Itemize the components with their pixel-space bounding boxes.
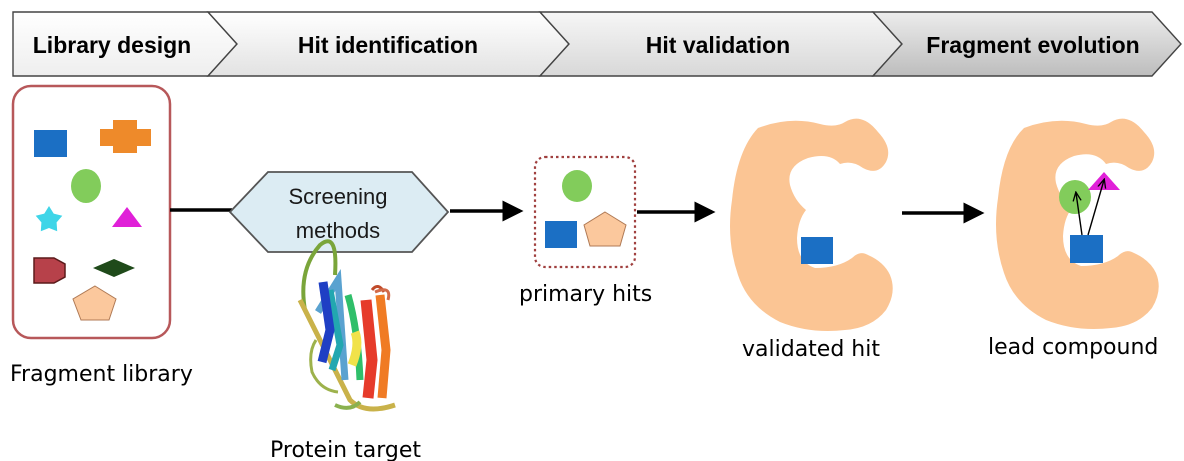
primary-hits-label: primary hits: [519, 282, 652, 307]
green-circle-icon: [562, 170, 592, 202]
green-circle-icon: [1059, 180, 1091, 214]
stage-chevron-4: [871, 11, 1182, 77]
validated-hit: [730, 118, 893, 332]
validated-hit-label: validated hit: [742, 337, 880, 362]
growth-arrow: [1076, 193, 1083, 236]
magenta-triangle-icon: [112, 207, 142, 227]
blue-square-icon: [1070, 235, 1103, 263]
orange-cross-icon: [100, 120, 151, 153]
screening-label-line2: methods: [296, 218, 380, 243]
peach-pentagon-icon: [72, 285, 117, 321]
blue-square-icon: [801, 237, 833, 264]
protein-pocket-icon: [996, 118, 1159, 330]
growth-arrow: [1087, 180, 1104, 236]
fragment-library-label: Fragment library: [10, 362, 193, 387]
red-octagon-icon: [33, 257, 66, 284]
stage-label-hit-validation: Hit validation: [646, 32, 790, 58]
lead-compound-label: lead compound: [988, 335, 1158, 360]
primary-hits: [533, 155, 637, 269]
protein-pocket-icon: [730, 118, 893, 332]
stage-label-fragment-evolution: Fragment evolution: [926, 32, 1139, 58]
blue-square-icon: [34, 130, 67, 157]
fragment-library: [11, 84, 172, 340]
stage-label-hit-identification: Hit identification: [298, 32, 478, 58]
stage-label-library-design: Library design: [33, 32, 191, 58]
screening-label-line1: Screening: [288, 184, 387, 209]
screening-methods: Screening methods: [228, 171, 450, 253]
green-diamond-icon: [93, 259, 135, 277]
peach-pentagon-icon: [583, 211, 627, 247]
stage-banner: Library design Hit identification Hit va…: [12, 11, 1182, 77]
cyan-star-icon: [35, 206, 63, 232]
screening-hexagon: [228, 171, 450, 253]
protein-ribbon-icon: [297, 239, 396, 412]
lead-compound: [996, 118, 1159, 330]
protein-target-label: Protein target: [270, 438, 421, 461]
blue-square-icon: [545, 221, 577, 248]
green-circle-icon: [71, 169, 101, 203]
